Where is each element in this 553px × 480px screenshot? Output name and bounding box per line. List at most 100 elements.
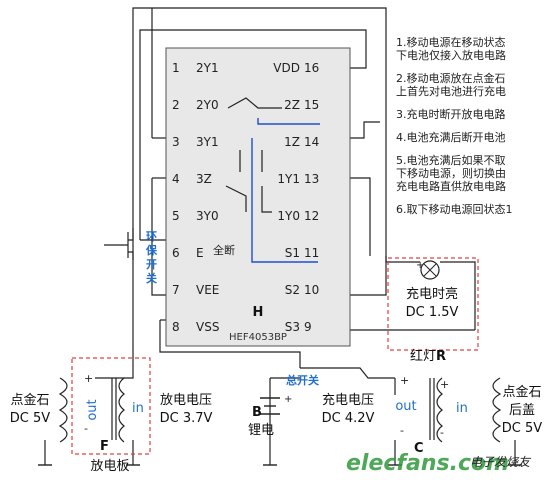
internal-switches	[225, 97, 282, 213]
notes-list: 1.移动电源在移动状态下电池仅接入放电电路2.移动电源放在点金石上首先对电池进行…	[396, 35, 513, 216]
battery-name: 锂电	[248, 423, 274, 438]
chip-pin-number: 11	[304, 246, 319, 260]
right-source-line1: 点金石	[502, 384, 541, 400]
c-minus-in: -	[440, 426, 444, 439]
right-source-line2: 后盖	[509, 403, 535, 418]
f-plus: +	[84, 372, 93, 385]
switch-3z-arm	[225, 185, 247, 212]
battery	[260, 397, 280, 415]
right-coil-icon	[492, 377, 502, 443]
lamp-cross	[423, 263, 437, 277]
wire-lamp-left	[385, 256, 420, 263]
chip-part-number: HEF4053BP	[229, 332, 287, 343]
loop-switch-char: 环	[146, 230, 157, 243]
note-line: 1.移动电源在移动状态	[396, 35, 506, 49]
c-minus: -	[400, 424, 404, 437]
left-coil-icon	[58, 377, 68, 443]
chip-pin-number: 4	[172, 172, 180, 186]
note-line: 5.电池充满后如果不取	[396, 153, 506, 167]
chip-pin-name: 1Y1	[277, 172, 300, 186]
battery-plus: +	[284, 394, 292, 405]
chip-pin-name: 2Z	[284, 98, 300, 112]
f-in-label: in	[132, 401, 144, 416]
chip-pin-name: 2Y1	[196, 61, 219, 75]
wire-vss-ground	[159, 320, 301, 368]
charge-lamp: + 充电时亮 DC 1.5V	[406, 260, 459, 320]
chip-quanduan-label: 全断	[213, 243, 235, 257]
chip-pin-name: S2	[285, 283, 300, 297]
lamp-label-line1: 充电时亮	[406, 286, 458, 302]
watermark-cn: 电子发烧友	[470, 455, 532, 469]
red-dash-box-left	[71, 357, 151, 455]
f-coil-icon	[118, 377, 125, 443]
note-line: 6.取下移动电源回状态1	[396, 202, 513, 216]
wire-top-vdd	[139, 29, 367, 240]
loop-switch-char: 关	[146, 271, 157, 285]
chip-pin-name: S3	[285, 320, 300, 334]
lamp-plus: +	[416, 260, 424, 271]
left-source: 点金石 DC 5V	[10, 377, 68, 443]
f-minus: -	[84, 422, 88, 435]
left-source-line1: 点金石	[10, 392, 49, 408]
note-line: 下电池仅接入放电电路	[396, 48, 506, 62]
chip-pin-number: 14	[304, 135, 319, 149]
battery-letter: B	[252, 405, 262, 420]
wire-1z	[350, 121, 380, 139]
chip-pin-number: 16	[304, 61, 319, 75]
wire-main-switch	[300, 367, 395, 379]
notes-panel	[392, 34, 526, 220]
chip-pin-name: 3Z	[196, 172, 212, 186]
chip-pin-name: 3Y0	[196, 209, 219, 223]
c-transformer: + - out + in - C	[395, 374, 468, 456]
chip-pin-number: 10	[304, 283, 319, 297]
switch-1z-arm	[261, 186, 272, 213]
main-switch-label: 总开关	[286, 373, 319, 387]
chip-pin-number: 7	[172, 283, 180, 297]
chip-pin-number: 9	[304, 320, 312, 334]
chip-body	[165, 47, 351, 347]
chip-pin-number: 12	[304, 209, 319, 223]
watermark-site: elecfans.com	[346, 451, 509, 476]
left-source-line2: DC 5V	[10, 411, 50, 426]
wire-3z-down	[151, 178, 166, 296]
red-dash-box-right	[387, 257, 479, 351]
loop-switch-top	[128, 228, 134, 241]
discharge-board-label: 放电板	[90, 459, 129, 474]
f-transformer: + - out in F	[84, 372, 144, 454]
wire-s2	[350, 256, 387, 296]
loop-switch-char: 保	[145, 243, 158, 257]
loop-switch-label: 环 保 开 关	[145, 230, 158, 285]
wire-left-tx	[95, 368, 134, 379]
wire-top-outer	[132, 7, 387, 368]
f-out-label: out	[85, 399, 100, 420]
blue-control-wire	[251, 138, 318, 263]
discharge-voltage-line2: DC 3.7V	[160, 411, 213, 426]
c-out-label: out	[395, 399, 416, 414]
note-line: 上首先对电池进行充电	[396, 84, 506, 98]
chip-pin-name: 3Y1	[196, 135, 219, 149]
c-letter: C	[414, 441, 424, 456]
chip-pin-number: 5	[172, 209, 180, 223]
watermark: elecfans.com 电子发烧友	[346, 451, 532, 476]
note-line: 4.电池充满后断开电池	[396, 130, 506, 144]
note-line: 下移动电源，则切换由	[396, 166, 506, 180]
chip-pin-number: 3	[172, 135, 180, 149]
chip-pin-name: VEE	[196, 283, 219, 297]
chip-pin-number: 15	[304, 98, 319, 112]
loop-switch-bottom	[128, 251, 134, 260]
chip-pin-number: 13	[304, 172, 319, 186]
c-in-label: in	[456, 401, 468, 416]
note-line: 充电电路直供放电电路	[396, 179, 506, 193]
c-plus: +	[400, 374, 409, 387]
loop-switch-char: 开	[146, 258, 157, 271]
note-line: 3.充电时断开放电电路	[396, 107, 506, 121]
chip-center-label: H	[253, 305, 264, 320]
chip-pin-name: 2Y0	[196, 98, 219, 112]
chip-pin-name: S1	[285, 246, 300, 260]
discharge-voltage-line1: 放电电压	[160, 393, 212, 408]
f-letter: F	[100, 439, 109, 454]
c-coil-icon	[436, 377, 443, 443]
right-source: 点金石 后盖 DC 5V	[492, 377, 542, 443]
